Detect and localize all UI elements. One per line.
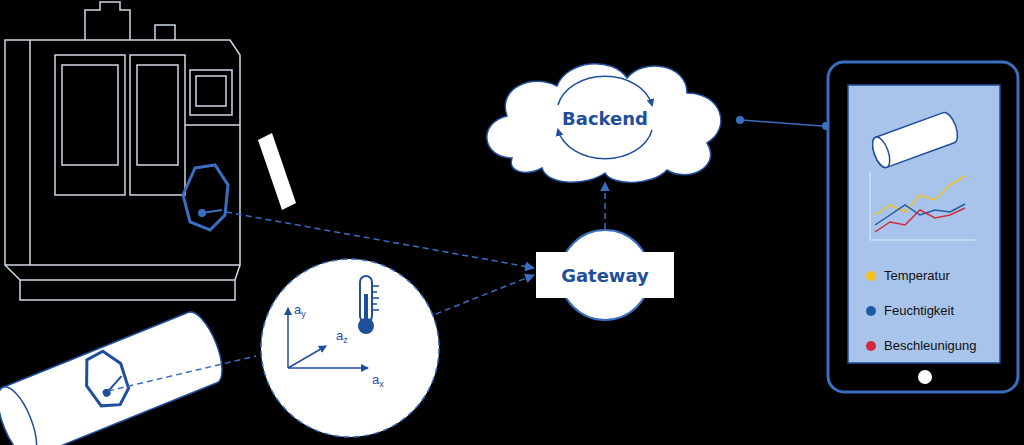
axis-x xyxy=(288,367,368,369)
gateway-node: Gateway xyxy=(536,252,674,298)
thermometer xyxy=(358,276,379,334)
thermo-column xyxy=(364,294,368,324)
chart-axes xyxy=(870,172,975,240)
legend-swatch xyxy=(866,341,876,351)
icon-end xyxy=(869,135,893,170)
legend-label: Feuchtigkeit xyxy=(884,303,954,318)
data-link xyxy=(604,182,606,229)
axis-label: ay xyxy=(294,302,306,322)
legend-row: Temperatur xyxy=(866,258,977,293)
tablet-screen xyxy=(848,85,1000,363)
gateway-box xyxy=(536,252,674,298)
machine-door xyxy=(130,55,185,195)
detail-circle xyxy=(261,259,439,437)
machine-top xyxy=(155,25,175,40)
legend-swatch xyxy=(866,306,876,316)
thermo-scale xyxy=(372,286,379,310)
legend-label: Beschleunigung xyxy=(884,338,977,353)
legend-row: Beschleunigung xyxy=(866,328,977,363)
home-button xyxy=(918,370,932,384)
data-link xyxy=(436,275,534,314)
axis-y xyxy=(287,308,289,368)
machine-door xyxy=(55,55,125,195)
tablet xyxy=(828,62,1018,392)
sensor-outline xyxy=(77,347,135,414)
axis-label: ax xyxy=(372,372,384,392)
detail-circle-node: ay az ax xyxy=(260,258,440,438)
node-shape xyxy=(260,258,440,438)
leader-line xyxy=(108,356,256,391)
white-bar xyxy=(258,133,296,210)
door-window xyxy=(137,65,178,165)
cloud-outline xyxy=(487,64,721,183)
node-label: Gateway xyxy=(561,265,649,286)
legend: TemperaturFeuchtigkeitBeschleunigung xyxy=(866,258,977,363)
control-panel xyxy=(190,70,232,115)
link-line xyxy=(742,120,822,126)
sensor-stub xyxy=(103,376,125,393)
cylinder-end xyxy=(0,382,44,445)
legend-row: Feuchtigkeit xyxy=(866,293,977,328)
machine-edge xyxy=(29,40,31,265)
control-screen xyxy=(196,76,226,106)
cloud-node: Backend xyxy=(472,48,738,188)
radio-link xyxy=(226,212,534,268)
icon-body xyxy=(869,110,961,169)
spindle-head xyxy=(85,2,130,40)
axis-z xyxy=(288,346,326,368)
machine-body xyxy=(5,40,240,265)
cylinder-body xyxy=(0,307,230,445)
cycle-arrow xyxy=(558,130,652,159)
tablet-frame xyxy=(828,62,1018,392)
legend-label: Temperatur xyxy=(884,268,950,283)
node-label: Backend xyxy=(560,108,650,129)
axis-label: az xyxy=(336,328,348,348)
chart-line xyxy=(875,208,965,232)
workpiece-cylinder xyxy=(0,307,230,445)
gateway-circle xyxy=(560,230,650,320)
machine-edge xyxy=(185,124,240,126)
machine-tool xyxy=(5,2,240,300)
link-dot xyxy=(736,116,744,124)
door-window xyxy=(62,65,118,165)
machine-sensor xyxy=(183,165,228,230)
cylinder-icon xyxy=(869,110,961,169)
sensor-dot xyxy=(198,209,206,217)
chart-line xyxy=(875,176,965,215)
sensor-outline xyxy=(183,165,228,230)
legend-swatch xyxy=(866,271,876,281)
machine-base xyxy=(5,265,240,300)
cycle-arrow xyxy=(558,76,652,105)
